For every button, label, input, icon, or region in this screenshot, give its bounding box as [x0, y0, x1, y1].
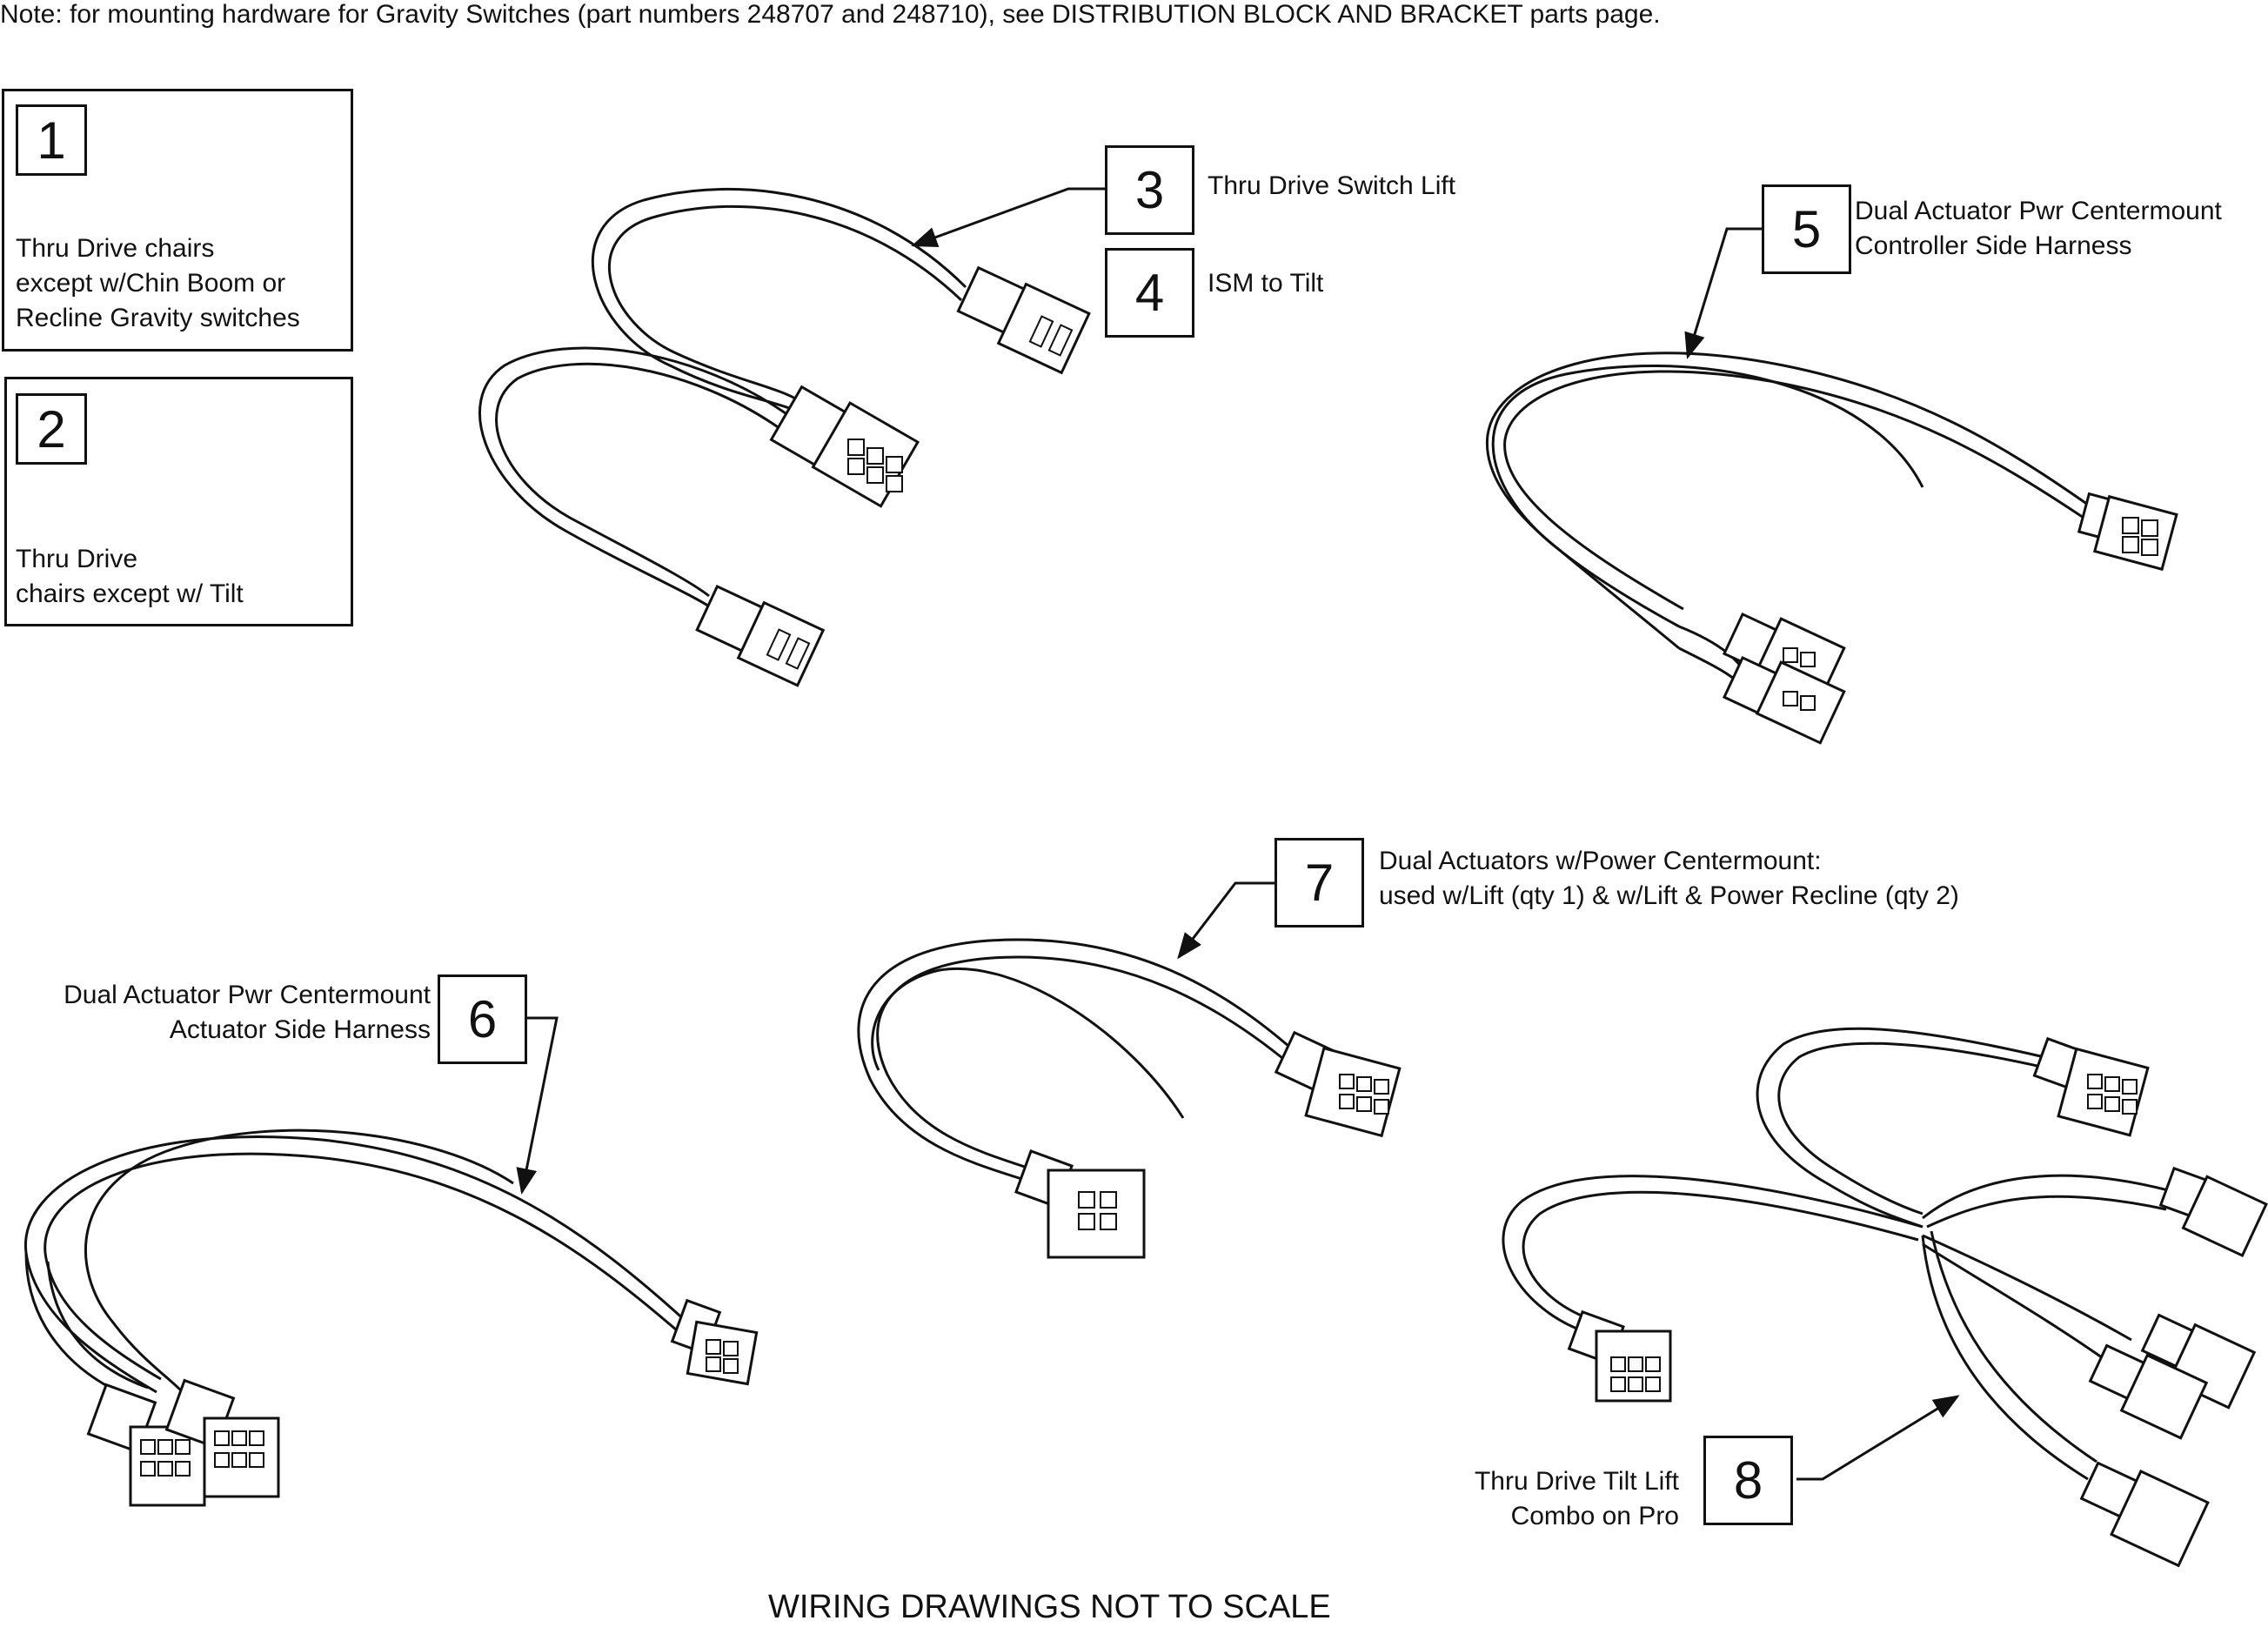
- item-7-label: Dual Actuators w/Power Centermount: used…: [1379, 847, 1959, 910]
- item-number-1: 1: [16, 104, 87, 176]
- item-number-5: 5: [1762, 184, 1851, 274]
- item-number-2: 2: [16, 393, 87, 465]
- item-5-label: Dual Actuator Pwr Centermount Controller…: [1855, 197, 2222, 260]
- item-2-label: Thru Drive chairs except w/ Tilt: [16, 545, 244, 608]
- harness-8-drawing: [1502, 1027, 2268, 1568]
- leader-arrow-5: [1684, 227, 1762, 359]
- item-3-label: Thru Drive Switch Lift: [1208, 171, 1456, 200]
- harness-7-drawing: [857, 938, 1402, 1259]
- footer-note: WIRING DRAWINGS NOT TO SCALE: [768, 1589, 1331, 1625]
- item-number-6: 6: [438, 974, 527, 1064]
- item-8-label: Thru Drive Tilt Lift Combo on Pro: [1474, 1467, 1679, 1530]
- leader-arrows: [513, 187, 1960, 1481]
- item-4-label: ISM to Tilt: [1208, 269, 1324, 298]
- leader-arrow-6: [513, 1016, 559, 1195]
- harness-6-drawing: [24, 1128, 759, 1507]
- leader-arrow-3: [911, 187, 1105, 248]
- harness-3-4-drawing: [478, 187, 1091, 687]
- item-number-3: 3: [1105, 145, 1194, 235]
- item-number-4: 4: [1105, 248, 1194, 338]
- leader-arrow-7: [1177, 881, 1274, 960]
- leader-arrow-8: [1796, 1395, 1960, 1481]
- harness-5-drawing: [1485, 352, 2178, 745]
- item-1-label: Thru Drive chairs except w/Chin Boom or …: [16, 234, 300, 332]
- item-number-8: 8: [1703, 1436, 1793, 1525]
- mounting-hardware-note: Note: for mounting hardware for Gravity …: [0, 0, 1661, 29]
- item-6-label: Dual Actuator Pwr Centermount Actuator S…: [64, 981, 431, 1044]
- item-number-7: 7: [1274, 838, 1364, 927]
